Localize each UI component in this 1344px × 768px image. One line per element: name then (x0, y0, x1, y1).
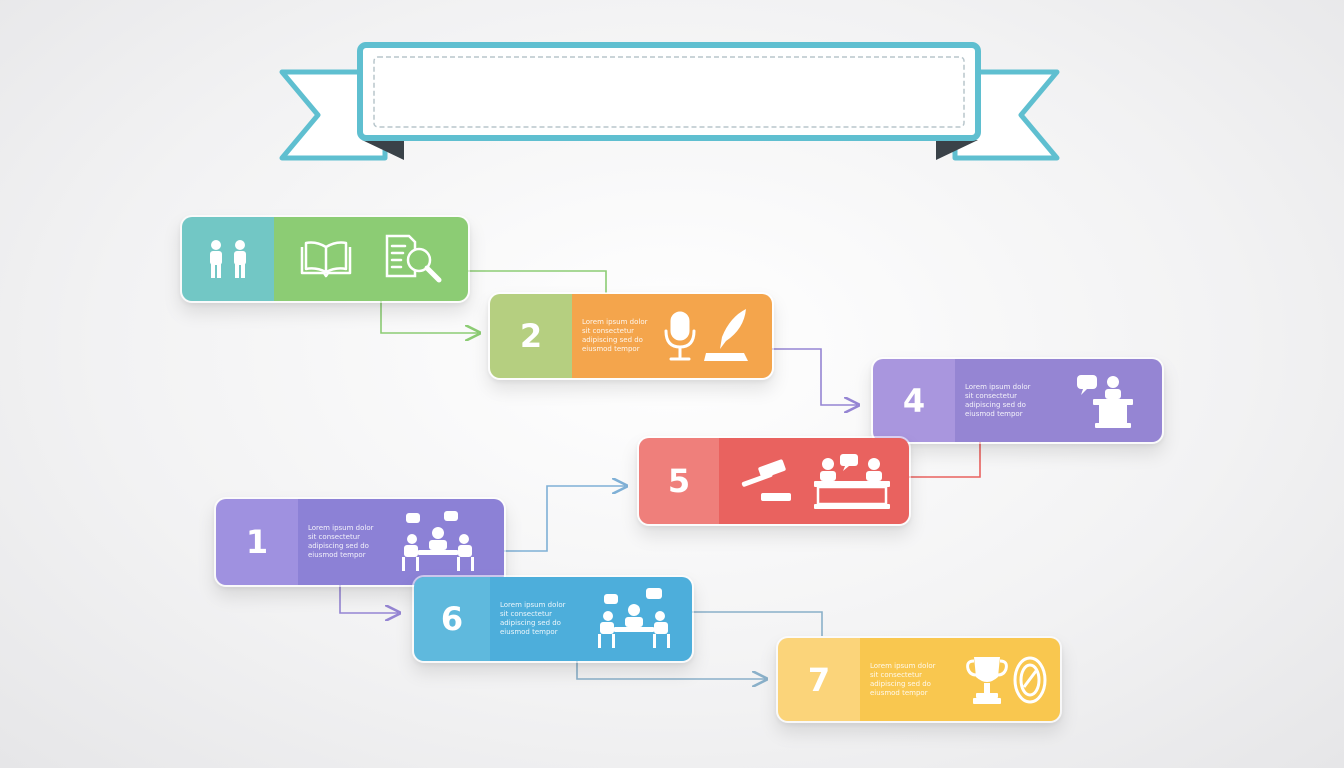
step-1-text: Lorem ipsum dolor sit consectetur adipis… (308, 524, 374, 559)
ribbon-left-fold (362, 140, 404, 160)
ribbon-main (357, 42, 981, 141)
meeting-table-icon (402, 511, 474, 571)
step-1-number-panel: 1 (216, 499, 298, 585)
step-2-icons (660, 307, 754, 365)
step-1-icons (398, 511, 478, 573)
connector-intro-to-2-arrow (380, 300, 478, 333)
step-2-number-panel: 2 (490, 294, 572, 378)
ribbon-right-fold (936, 140, 978, 160)
title-banner (279, 42, 1060, 161)
open-book-icon (300, 241, 351, 278)
step-intro-number-panel (182, 217, 274, 301)
step-1[interactable]: 1 Lorem ipsum dolor sit consectetur adip… (214, 497, 506, 587)
step-4-number: 4 (902, 381, 926, 420)
step-2-number: 2 (519, 317, 543, 355)
step-7[interactable]: 7 Lorem ipsum dolor sit consectetur adip… (776, 636, 1062, 723)
step-5-content (719, 438, 909, 524)
step-5-number-panel: 5 (639, 438, 719, 524)
connector-1-to-5 (502, 486, 625, 552)
ribbon-inner-dashed (373, 56, 965, 128)
step-1-number: 1 (245, 523, 269, 561)
trophy-icon (966, 656, 1008, 704)
connector-4-to-5 (907, 440, 981, 478)
step-intro[interactable] (180, 215, 470, 303)
step-7-icons (964, 653, 1050, 707)
connector-2-to-4 (770, 348, 857, 405)
step-6-number: 6 (440, 600, 464, 638)
quill-icon (704, 309, 748, 361)
step-7-number-panel: 7 (778, 638, 860, 721)
step-7-text: Lorem ipsum dolor sit consectetur adipis… (870, 661, 936, 697)
step-7-number: 7 (807, 660, 831, 699)
step-6-icons (594, 588, 674, 650)
step-7-content: Lorem ipsum dolor sit consectetur adipis… (860, 638, 1060, 721)
connector-intro-to-2 (466, 270, 607, 293)
step-6[interactable]: 6 Lorem ipsum dolor sit consectetur adip… (412, 575, 694, 663)
step-2[interactable]: 2 Lorem ipsum dolor sit consectetur adip… (488, 292, 774, 380)
step-5-number: 5 (667, 462, 691, 500)
meeting-table-icon (598, 588, 670, 648)
step-5[interactable]: 5 (637, 436, 911, 526)
step-4[interactable]: 4 Lorem ipsum dolor sit consectetur adip… (871, 357, 1164, 444)
connector-6-to-7 (690, 611, 823, 636)
step-2-text: Lorem ipsum dolor sit consectetur adipis… (582, 318, 648, 353)
step-6-number-panel: 6 (414, 577, 490, 661)
document-search-icon (385, 234, 441, 283)
podium-speech-icon (1077, 374, 1133, 428)
connector-1-to-6 (339, 583, 398, 613)
people-icon (210, 240, 246, 278)
microphone-icon (664, 311, 696, 361)
step-4-number-panel: 4 (873, 359, 955, 442)
step-1-content: Lorem ipsum dolor sit consectetur adipis… (298, 499, 504, 585)
step-6-text: Lorem ipsum dolor sit consectetur adipis… (500, 601, 566, 636)
step-2-content: Lorem ipsum dolor sit consectetur adipis… (572, 294, 772, 378)
court-bench-icon (813, 454, 890, 509)
step-4-text: Lorem ipsum dolor sit consectetur adipis… (965, 382, 1031, 418)
medal-icon (1013, 656, 1047, 703)
step-intro-content (274, 217, 468, 301)
step-4-content: Lorem ipsum dolor sit consectetur adipis… (955, 359, 1162, 442)
gavel-icon (741, 459, 791, 501)
step-6-content: Lorem ipsum dolor sit consectetur adipis… (490, 577, 692, 661)
step-4-icons (1075, 373, 1135, 429)
